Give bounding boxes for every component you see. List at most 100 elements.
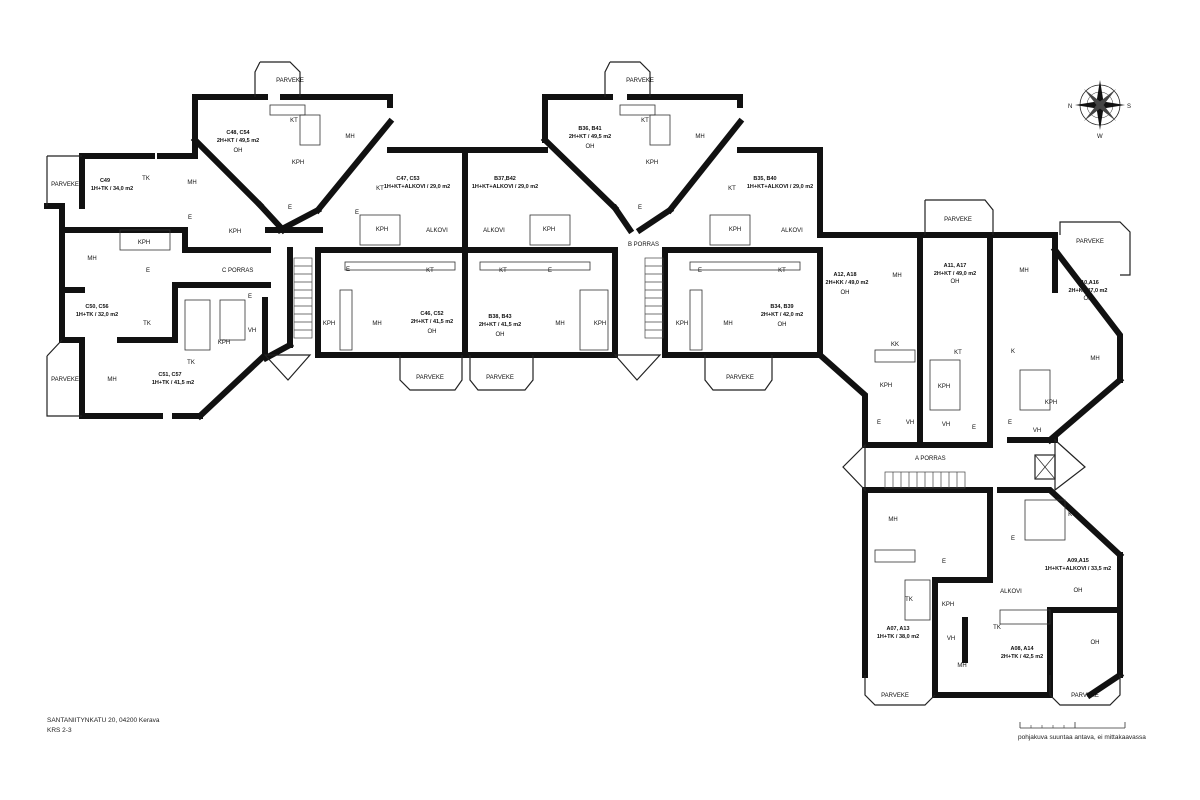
room-label-oh: OH [428,329,437,335]
room-label-kph: KPH [594,321,606,327]
room-label-parveke: PARVEKE [51,182,79,188]
apt-c47-name: C47, C53 [396,176,419,182]
b-stair-corridor [613,257,664,381]
room-label-parveke: PARVEKE [486,375,514,381]
apt-c48-name: C48, C54 [226,130,250,136]
room-label-e: E [288,205,292,211]
room-label-parveke: PARVEKE [626,78,654,84]
room-label-oh: OH [496,332,505,338]
room-label-oh: OH [841,290,850,296]
address-line: SANTANIITYNKATU 20, 04200 Kerava [47,717,160,724]
room-label-mh: MH [888,517,897,523]
room-label-kph: KPH [138,240,150,246]
apt-a09-name: A09,A15 [1067,558,1089,564]
room-label-parveke: PARVEKE [944,217,972,223]
apt-a10-name: A10,A16 [1077,280,1099,286]
room-label-mh: MH [892,273,901,279]
room-label-parveke: PARVEKE [276,78,304,84]
room-label-e: E [972,425,976,431]
east-balconies [864,199,1131,706]
room-label-tk: TK [143,321,151,327]
c-stair-label: C PORRAS [222,268,253,274]
apt-c49-type: 1H+TK / 34,0 m2 [91,186,133,192]
compass-rose [1075,80,1125,130]
room-label-alkovi: ALKOVI [483,228,505,234]
room-label-e: E [698,268,702,274]
apt-b37-name: B37,B42 [494,176,516,182]
apt-b34-type: 2H+KT / 42,0 m2 [761,312,803,318]
room-label-oh: OH [1091,640,1100,646]
room-label-tk: TK [187,360,195,366]
room-label-vh: VH [248,328,256,334]
room-label-oh: OH [586,144,595,150]
room-label-tk: TK [993,625,1001,631]
room-label-kph: KPH [676,321,688,327]
room-label-mh: MH [695,134,704,140]
apt-c48-type: 2H+KT / 49,5 m2 [217,138,259,144]
apt-c46-name: C46, C52 [420,311,443,317]
room-label-e: E [638,205,642,211]
room-label-parveke: PARVEKE [416,375,444,381]
apt-a10-type: 2H+K / 47,0 m2 [1069,288,1108,294]
room-label-e: E [1011,536,1015,542]
room-label-kt: KT [778,268,786,274]
apt-a11-name: A11, A17 [944,263,967,269]
apt-c50-type: 1H+TK / 32,0 m2 [76,312,118,318]
room-label-kk: KK [891,342,899,348]
room-label-e: E [248,294,252,300]
room-label-kph: KPH [880,383,892,389]
room-label-oh: OH [778,322,787,328]
apt-b38-type: 2H+KT / 41,5 m2 [479,322,521,328]
room-label-parveke: PARVEKE [1071,693,1099,699]
room-label-mh: MH [372,321,381,327]
scale-note: pohjakuva suuntaa antava, ei mittakaavas… [1018,734,1146,741]
room-label-kt: KT [499,268,507,274]
room-label-kph: KPH [942,602,954,608]
room-label-e: E [188,215,192,221]
apt-b35-name: B35, B40 [753,176,776,182]
room-label-mh: MH [107,377,116,383]
compass-s-label: S [1127,104,1131,110]
room-label-vh: VH [947,636,955,642]
room-label-kph: KPH [323,321,335,327]
b-stair-label: B PORRAS [628,242,659,248]
apt-a08-name: A08, A14 [1010,646,1034,652]
room-label-kt: KT [290,118,298,124]
room-label-vh: VH [942,422,950,428]
room-label-mh: MH [555,321,564,327]
room-label-mh: MH [1019,268,1028,274]
apt-c50-name: C50, C56 [85,304,108,310]
apt-b38-name: B38, B43 [488,314,511,320]
room-label-tk: TK [142,176,150,182]
room-label-oh: OH [1074,588,1083,594]
apt-c49-name: C49 [100,178,110,184]
room-label-kt: KT [426,268,434,274]
room-label-kt: KT [954,350,962,356]
room-label-kph: KPH [292,160,304,166]
room-label-oh: OH [1084,296,1093,302]
room-label-mh: MH [723,321,732,327]
apt-a07-name: A07, A13 [886,626,909,632]
apt-b35-type: 1H+KT+ALKOVI / 29,0 m2 [747,184,813,190]
room-label-mh: MH [957,663,966,669]
room-label-e: E [942,559,946,565]
room-label-k: K [1011,349,1015,355]
apt-b37-type: 1H+KT+ALKOVI / 29,0 m2 [472,184,538,190]
room-label-alkovi: ALKOVI [781,228,803,234]
room-label-kph: KPH [229,229,241,235]
room-label-parveke: PARVEKE [51,377,79,383]
room-label-parveke: PARVEKE [726,375,754,381]
room-label-vh: VH [1033,428,1041,434]
room-label-kph: KPH [729,227,741,233]
middle-balconies [399,61,773,391]
room-label-kt: KT [728,186,736,192]
room-label-e: E [346,267,350,273]
room-label-kph: KPH [543,227,555,233]
apt-c47-type: 1H+KT+ALKOVI / 29,0 m2 [384,184,450,190]
apt-a11-type: 2H+KT / 49,0 m2 [934,271,976,277]
west-wing-walls [44,94,395,421]
room-label-kt: KT [641,118,649,124]
room-label-e: E [1008,420,1012,426]
room-label-alkovi: ALKOVI [426,228,448,234]
